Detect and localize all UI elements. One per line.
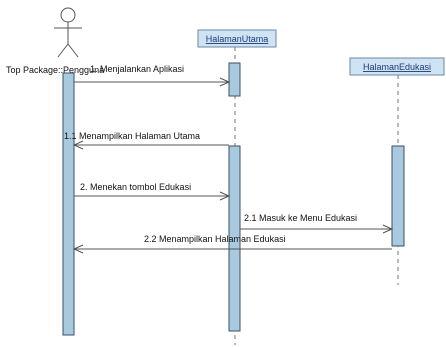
arrow-head-icon <box>219 77 231 87</box>
activation-bar-utama-1 <box>228 62 241 97</box>
message-label: 2.2 Menampilkan Halaman Edukasi <box>144 234 286 244</box>
message-1: 1. Menjalankan Aplikasi <box>74 64 231 87</box>
object-halaman-utama-label: HalamanUtama <box>206 34 269 44</box>
message-2-2: 2.2 Menampilkan Halaman Edukasi <box>72 234 392 254</box>
object-halaman-edukasi: HalamanEdukasi <box>349 57 445 76</box>
object-halaman-edukasi-label: HalamanEdukasi <box>363 62 431 72</box>
activation-bar-edukasi <box>391 145 405 247</box>
activation-bar-utama-2 <box>228 145 241 332</box>
message-label: 1.1 Menampilkan Halaman Utama <box>64 131 200 141</box>
object-box <box>197 29 277 48</box>
actor-label: Top Package::Pengguna <box>6 65 104 75</box>
activation-bar-pengguna <box>62 72 75 336</box>
object-box <box>349 57 445 76</box>
message-label: 2.1 Masuk ke Menu Edukasi <box>244 213 357 223</box>
arrow-head-icon <box>219 191 231 201</box>
message-2-1: 2.1 Masuk ke Menu Edukasi <box>240 213 394 234</box>
actor-figure-icon <box>54 7 82 58</box>
arrow-head-icon <box>72 244 84 254</box>
object-halaman-utama: HalamanUtama <box>197 29 277 48</box>
message-1-1: 1.1 Menampilkan Halaman Utama <box>64 131 229 150</box>
arrow-head-icon <box>72 140 84 150</box>
message-label: 1. Menjalankan Aplikasi <box>90 64 184 74</box>
message-label: 2. Menekan tombol Edukasi <box>80 182 191 192</box>
message-2: 2. Menekan tombol Edukasi <box>74 182 231 201</box>
arrow-head-icon <box>382 224 394 234</box>
